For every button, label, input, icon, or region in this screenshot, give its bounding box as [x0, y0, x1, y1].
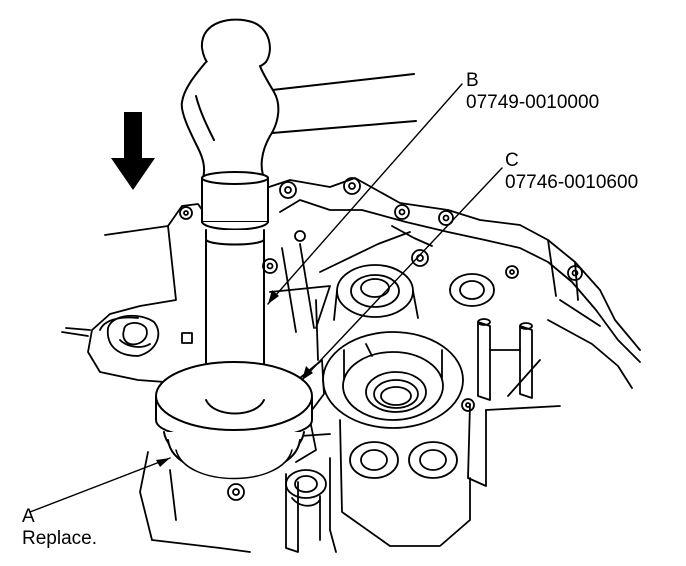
callout-b-part-number: 07749-0010000 — [466, 92, 600, 113]
callout-a: A Replace. — [22, 506, 97, 550]
leader-arrowhead-a — [156, 458, 170, 467]
callout-c-letter: C — [505, 150, 519, 171]
callout-a-letter: A — [22, 506, 35, 527]
callout-c: C 07746-0010600 — [505, 150, 638, 194]
callout-b-letter: B — [466, 70, 479, 91]
leader-line-c — [301, 167, 503, 381]
callout-c-part-number: 07746-0010600 — [505, 172, 639, 193]
driver-attachment — [155, 361, 313, 441]
leader-arrowhead-c — [302, 366, 313, 380]
callout-a-note: Replace. — [22, 528, 97, 549]
driver-handle — [201, 171, 269, 419]
leader-line-a — [29, 457, 171, 513]
leader-arrowhead-b — [268, 290, 279, 304]
callout-b: B 07749-0010000 — [466, 70, 599, 114]
oil-seal — [163, 431, 305, 480]
direction-arrow-icon — [111, 112, 155, 190]
transmission-case — [61, 177, 641, 553]
leader-lines — [29, 83, 503, 513]
hammer — [180, 18, 417, 183]
leader-line-b — [267, 83, 463, 305]
